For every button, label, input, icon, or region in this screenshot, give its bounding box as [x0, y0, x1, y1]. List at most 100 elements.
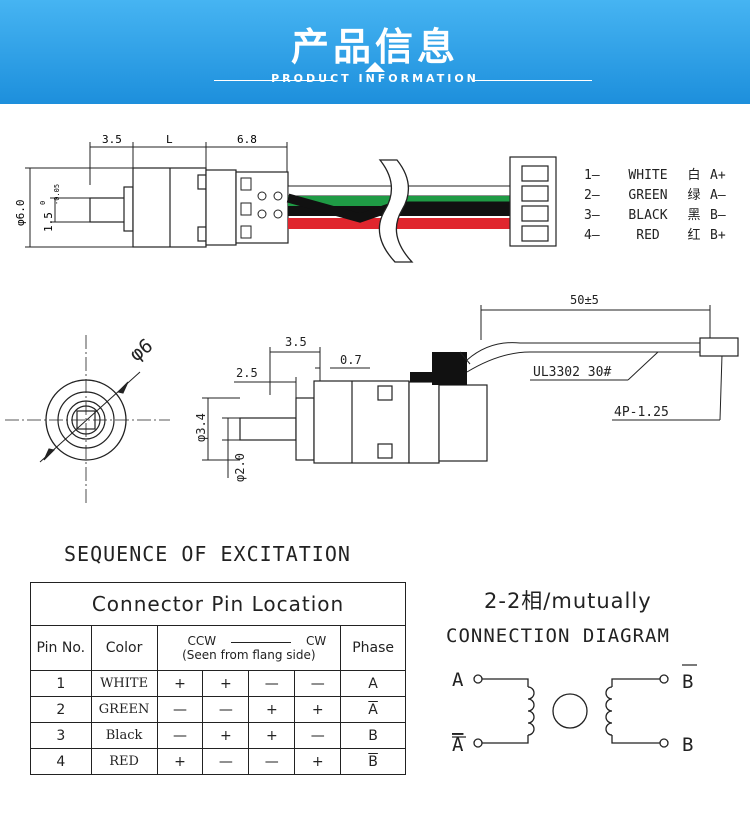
wire-num: 2—	[584, 188, 600, 203]
sign-cell: —	[294, 670, 342, 697]
banner-triangle	[365, 62, 385, 72]
page-subtitle: PRODUCT INFORMATION	[271, 72, 479, 85]
dim-tol-top: 0	[39, 201, 47, 205]
color-cell: RED	[90, 748, 158, 775]
col-direction-header: CCW CW (Seen from flang side)	[156, 625, 342, 671]
phase-cell: B	[340, 722, 406, 749]
table-row: 1 WHITE + + — — A	[30, 670, 406, 697]
sign-cell: —	[156, 696, 204, 723]
pin-cell: 4	[30, 748, 92, 775]
sign-cell: +	[156, 670, 204, 697]
connection-diagram: A A B B	[452, 664, 697, 756]
col-color-header: Color	[90, 625, 158, 671]
table-title-row: Connector Pin Location	[30, 582, 406, 626]
sign-cell: +	[202, 670, 250, 697]
wire-color: RED	[636, 228, 660, 243]
dim-detail-3-4: φ3.4	[194, 413, 208, 442]
sign-cell: +	[294, 696, 342, 723]
end-view	[5, 335, 170, 505]
wire-color-cn: 白	[687, 168, 701, 183]
connector-plug	[699, 337, 739, 357]
banner-rule-left	[214, 80, 334, 81]
color-cell: Black	[90, 722, 158, 749]
red-wire	[288, 218, 510, 229]
wire-phase: A—	[710, 188, 726, 203]
terminal-b: B	[682, 734, 693, 756]
wire-legend-row: 3— BLACK 黑 B—	[584, 206, 740, 226]
dim-6-8: 6.8	[237, 133, 257, 146]
seen-from-label: (Seen from flang side)	[182, 648, 316, 662]
dim-3-5: 3.5	[102, 133, 122, 146]
phase-cell: B	[340, 748, 406, 775]
wire-legend-row: 4— RED 红 B+	[584, 226, 740, 246]
phase-cell: A	[340, 696, 406, 723]
sign-cell: —	[202, 696, 250, 723]
dim-detail-2-0: φ2.0	[233, 453, 247, 482]
sign-cell: —	[294, 722, 342, 749]
dim-diameter-6: φ6.0	[14, 200, 27, 227]
sign-cell: +	[156, 748, 204, 775]
sequence-title: SEQUENCE OF EXCITATION	[64, 542, 351, 566]
table-title: Connector Pin Location	[30, 582, 406, 626]
dim-tol-bottom: -0.05	[53, 184, 61, 205]
wire-phase: A+	[710, 168, 726, 183]
table-row: 2 GREEN — — + + A	[30, 696, 406, 723]
color-cell: WHITE	[90, 670, 158, 697]
pin-cell: 1	[30, 670, 92, 697]
wire-color-cn: 黑	[687, 208, 701, 223]
pin-cell: 3	[30, 722, 92, 749]
dim-end-diameter: φ6	[126, 335, 158, 366]
color-cell: GREEN	[90, 696, 158, 723]
banner-rule-right	[472, 80, 592, 81]
wire-color: BLACK	[628, 208, 668, 223]
wire-color: WHITE	[628, 168, 668, 183]
motor-side-view: 3.5 L 6.8 φ6.0 1.5 0 -0.05	[14, 133, 557, 263]
phase-cell: A	[340, 670, 406, 697]
col-phase-header: Phase	[340, 625, 406, 671]
wire-phase: B+	[710, 228, 726, 243]
wire-legend-row: 2— GREEN 绿 A—	[584, 186, 740, 206]
cw-label: CW	[305, 634, 327, 648]
sign-cell: —	[248, 670, 296, 697]
sign-cell: +	[294, 748, 342, 775]
cable-spec: UL3302 30#	[533, 365, 611, 380]
dim-l: L	[166, 133, 173, 146]
sign-cell: —	[202, 748, 250, 775]
motor-detail-body	[239, 380, 488, 464]
ccw-label: CCW	[187, 634, 217, 648]
terminal-b-bar: B	[682, 671, 693, 693]
wire-num: 4—	[584, 228, 600, 243]
wire-color: GREEN	[628, 188, 668, 203]
pin-cell: 2	[30, 696, 92, 723]
col-pin-header: Pin No.	[30, 625, 92, 671]
page-title: 产品信息	[290, 25, 459, 69]
mutually-label: 2-2相/mutually	[484, 589, 652, 613]
pin-location-table: Connector Pin Location Pin No. Color CCW…	[30, 582, 406, 775]
wire-num: 1—	[584, 168, 600, 183]
table-header-row: Pin No. Color CCW CW (Seen from flang si…	[30, 625, 406, 671]
wire-num: 3—	[584, 208, 600, 223]
wire-legend-row: 1— WHITE 白 A+	[584, 166, 740, 186]
connection-diagram-title: CONNECTION DIAGRAM	[446, 625, 670, 647]
terminal-a: A	[452, 669, 464, 691]
wire-color-cn: 绿	[687, 188, 701, 203]
connector-spec: 4P-1.25	[614, 405, 669, 420]
sign-cell: —	[156, 722, 204, 749]
sign-cell: +	[202, 722, 250, 749]
wire-connector	[509, 156, 557, 247]
dim-detail-3-5: 3.5	[285, 335, 307, 349]
wire-legend: 1— WHITE 白 A+ 2— GREEN 绿 A— 3— BLACK 黑 B…	[584, 166, 740, 246]
dim-shaft-1-5: 1.5	[42, 212, 55, 232]
sign-cell: +	[248, 722, 296, 749]
dimension-labels-top: 3.5 L 6.8	[102, 133, 257, 146]
dim-detail-2-5: 2.5	[236, 366, 258, 380]
wire-color-cn: 红	[687, 228, 701, 243]
dim-cable-length: 50±5	[570, 293, 599, 307]
table-row: 4 RED + — — + B	[30, 748, 406, 775]
table-row: 3 Black — + + — B	[30, 722, 406, 749]
motor-detail-views: φ6 3.5 0.7 2.5 φ3.4 φ2.0	[5, 293, 739, 505]
dim-detail-0-7: 0.7	[340, 353, 362, 367]
direction-rule	[231, 634, 292, 643]
sign-cell: +	[248, 696, 296, 723]
terminal-a-bar: A	[452, 734, 464, 756]
